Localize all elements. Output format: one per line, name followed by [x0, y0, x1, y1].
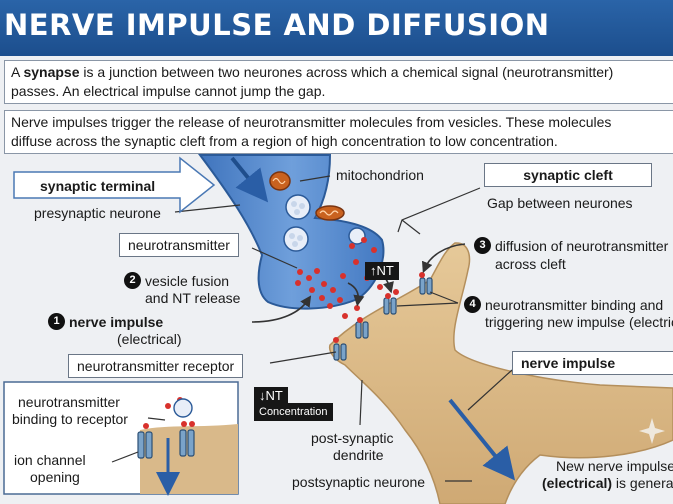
explanation-line-1: Nerve impulses trigger the release of ne…	[11, 114, 612, 130]
step-4-badge: 4	[464, 296, 481, 313]
step3-arrow	[421, 243, 466, 274]
step-4-line-2: triggering new impulse (electrical)	[485, 314, 673, 330]
presynaptic-neurone-label: presynaptic neurone	[34, 205, 161, 221]
step-3-line-1: diffusion of neurotransmitter	[495, 238, 669, 254]
inset-binding-line-1: neurotransmitter	[18, 394, 120, 410]
gap-label: Gap between neurones	[487, 195, 633, 211]
mitochondrion-label: mitochondrion	[336, 167, 424, 183]
pointer-nerve-impulse	[467, 369, 513, 411]
cleft-bracket	[397, 187, 481, 233]
neurotransmitter-label: neurotransmitter	[119, 233, 239, 257]
receptors	[333, 277, 433, 361]
step-1-line-1: nerve impulse	[69, 314, 164, 330]
new-impulse-rest: is generated	[615, 475, 673, 491]
new-impulse-line-1: New nerve impulse	[556, 458, 673, 474]
mitochondrion-1	[269, 171, 291, 191]
step-1-badge: 1	[48, 313, 65, 330]
intro-box: A synapse is a junction between two neur…	[4, 60, 673, 104]
page-title: NERVE IMPULSE AND DIFFUSION	[4, 8, 550, 42]
inset-pointer-binding	[147, 417, 166, 421]
explanation-line-2: diffuse across the synaptic cleft from a…	[11, 133, 558, 149]
step-2-line-1: vesicle fusion	[145, 273, 230, 289]
pointer-step4-b	[396, 302, 459, 307]
nt-receptor-label: neurotransmitter receptor	[68, 354, 244, 378]
step-1-line-2: (electrical)	[117, 331, 182, 347]
postsynaptic-neurone-shape	[328, 242, 673, 504]
pointer-cleft	[401, 219, 421, 235]
low-nt-sub-tag: Concentration	[254, 403, 333, 421]
step-3-line-2: across cleft	[495, 256, 566, 272]
new-impulse-line-2: (electrical) is generated	[542, 475, 673, 491]
mitochondrion-2	[315, 205, 345, 221]
pointer-mitochondrion	[299, 175, 331, 182]
inset-pointer-channel	[111, 451, 139, 463]
low-nt-tag: ↓NT	[254, 387, 288, 403]
nerve-impulse-box: nerve impulse	[512, 351, 673, 375]
intro-prefix: A	[11, 64, 24, 80]
intro-rest: is a junction between two neurones acros…	[79, 64, 614, 80]
axon-impulse-arrow	[230, 156, 269, 203]
pointer-step4-a	[429, 291, 459, 304]
inset-channel-line-1: ion channel	[14, 452, 86, 468]
inset-binding-line-2: binding to receptor	[12, 411, 128, 427]
pointer-presynaptic	[174, 204, 241, 213]
title-bar: NERVE IMPULSE AND DIFFUSION	[0, 0, 673, 56]
pointer-neurotransmitter	[251, 247, 298, 269]
diffusion-arrow-1	[347, 282, 365, 307]
synaptic-terminal-arrow	[13, 156, 216, 214]
neurotransmitter-molecules	[295, 237, 425, 343]
explanation-box: Nerve impulses trigger the release of ne…	[4, 110, 673, 154]
step-2-badge: 2	[124, 272, 141, 289]
intro-line-2: passes. An electrical impulse cannot jum…	[11, 83, 326, 99]
inset-vesicle	[173, 398, 193, 418]
step-4-line-1: neurotransmitter binding and	[485, 297, 664, 313]
new-impulse-arrow	[448, 398, 516, 481]
postsynaptic-neurone-label: postsynaptic neurone	[292, 474, 426, 490]
pointer-receptor	[269, 351, 337, 364]
synaptic-cleft-label: synaptic cleft	[484, 163, 652, 187]
step-2-line-2: and NT release	[145, 290, 241, 306]
inset-receptors	[137, 429, 195, 459]
intro-line-1: A synapse is a junction between two neur…	[11, 63, 673, 82]
pointer-dendrite	[359, 379, 363, 426]
dendrite-line-1: post-synaptic	[311, 430, 394, 446]
intro-keyword: synapse	[23, 64, 80, 80]
step-3-badge: 3	[474, 237, 491, 254]
sparkle-icon	[639, 418, 665, 444]
inset-channel-line-2: opening	[30, 469, 80, 485]
impulse-arrow-step1	[251, 295, 312, 323]
new-impulse-bold: (electrical)	[542, 475, 613, 491]
synaptic-terminal-label: synaptic terminal	[40, 178, 156, 194]
high-nt-tag: ↑NT	[365, 262, 399, 280]
dendrite-line-2: dendrite	[333, 447, 384, 463]
vesicle-contents	[289, 201, 305, 247]
